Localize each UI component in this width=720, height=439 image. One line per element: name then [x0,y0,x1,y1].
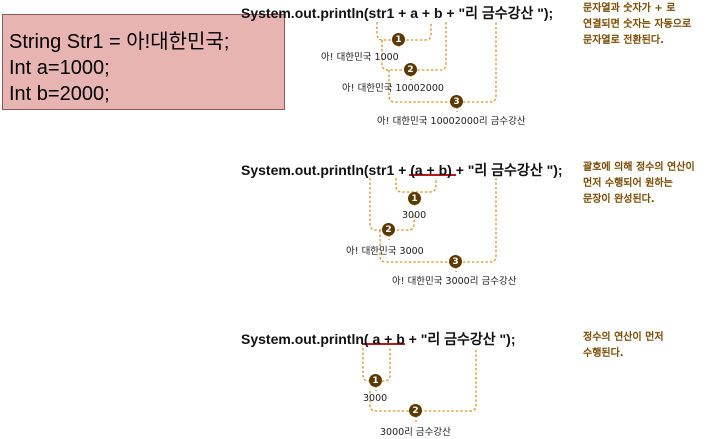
ex2-note-line-3: 문장이 완성된다. [583,194,655,205]
ex1-note-line-2: 연결되면 숫자는 자동으로 [583,19,692,30]
ex1-step-1-badge: 1 [392,33,405,46]
code-line-a: Int a=1000; [9,57,110,79]
ex1-bracket-3 [388,22,497,103]
ex3-note: 정수의 연산이 먼저 수행된다. [583,330,664,362]
ex1-note: 문자열과 숫자가 + 로 연결되면 숫자는 자동으로 문자열로 전환된다. [583,1,691,49]
ex3-statement: System.out.println( a + b + "리 금수강산 "); [241,331,516,347]
code-declaration-box: String Str1 = 아!대한민국; Int a=1000; Int b=… [2,14,285,110]
ex1-statement: System.out.println(str1 + a + b + "리 금수강… [241,5,554,21]
ex1-note-line-1: 문자열과 숫자가 + 로 [583,3,676,14]
ex2-statement: System.out.println(str1 + (a + b) + "리 금… [241,162,563,178]
ex2-note-line-1: 괄호에 의해 정수의 연산이 [583,162,695,173]
ex2-step-2-badge: 2 [382,223,395,236]
ex2-note: 괄호에 의해 정수의 연산이 먼저 수행되어 원하는 문장이 완성된다. [583,160,695,208]
ex2-bracket-2 [369,178,415,231]
ex2-step-3-result: 아! 대한민국 3000리 금수강산 [392,276,517,287]
ex3-step-1-result: 3000 [363,393,388,404]
ex1-step-3-result: 아! 대한민국 10002000리 금수강산 [377,116,526,127]
ex1-step-1-result: 아! 대한민국 1000 [321,52,399,63]
code-line-b: Int b=2000; [9,83,110,105]
ex2-note-line-2: 먼저 수행되어 원하는 [583,178,673,189]
ex1-note-line-3: 문자열로 전환된다. [583,35,664,46]
ex2-bracket-3 [379,178,497,263]
ex3-step-2-badge: 2 [409,404,422,417]
ex3-step-1-badge: 1 [369,374,382,387]
ex2-step-2-result: 아! 대한민국 3000 [346,246,424,257]
ex1-step-3-badge: 3 [450,95,463,108]
ex1-step-2-badge: 2 [404,63,417,76]
ex3-note-line-2: 수행된다. [583,348,624,359]
ex1-step-2-result: 아! 대한민국 10002000 [342,83,444,94]
ex3-bracket-1 [362,348,391,382]
ex3-step-2-result: 3000리 금수강산 [380,427,451,438]
ex2-step-1-badge: 1 [408,192,421,205]
code-line-str1: String Str1 = 아!대한민국; [9,31,230,53]
ex2-bracket-1 [395,178,437,193]
ex2-step-1-result: 3000 [402,210,427,221]
ex2-step-3-badge: 3 [449,255,462,268]
ex3-note-line-1: 정수의 연산이 먼저 [583,332,664,343]
